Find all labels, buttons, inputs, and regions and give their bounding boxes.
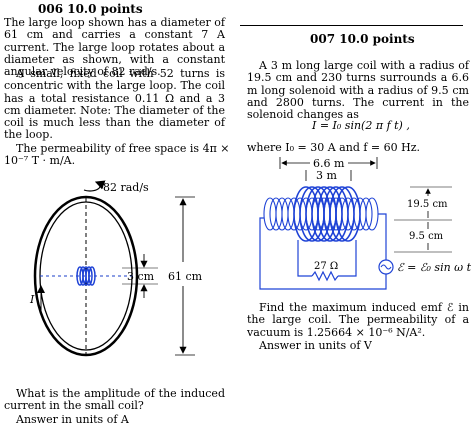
solenoid-radius-label: 9.5 cm	[409, 231, 444, 242]
small-coil-diameter-label: 3 cm	[127, 270, 155, 283]
coil-length-label: 3 m	[316, 169, 337, 182]
problem-006-question: What is the amplitude of the induced cur…	[4, 387, 225, 413]
problem-007-intro: A 3 m long large coil with a radius of 1…	[247, 59, 469, 122]
problem-divider	[240, 25, 463, 26]
coil-radius-label: 19.5 cm	[407, 199, 448, 210]
problem-007-header: 007 10.0 points	[310, 32, 415, 46]
problem-006-coil: A small, fixed coil with 52 turns is con…	[4, 67, 225, 142]
problem-007-question: Find the maximum induced emf ℰ in the la…	[247, 301, 469, 339]
current-label: I	[29, 293, 35, 306]
resistor-label: 27 Ω	[314, 261, 338, 272]
coil-solenoid-figure: 6.6 m 3 m	[259, 157, 472, 290]
resistor-icon	[311, 270, 339, 282]
large-coil	[293, 186, 361, 242]
large-loop-diameter-label: 61 cm	[168, 270, 203, 283]
problem-006-answer-units: Answer in units of A	[16, 413, 129, 426]
solenoid-length-label: 6.6 m	[313, 157, 345, 170]
problem-006-intro: The large loop shown has a diameter of 6…	[4, 16, 225, 79]
problem-006-header: 006 10.0 points	[38, 2, 143, 16]
emf-source-label: ℰ = ℰ₀ sin ω t	[397, 261, 472, 274]
rotating-loop-figure: 82 rad/s 3 cm 61 cm I	[29, 180, 203, 357]
problem-006-permeability-b: 10⁻⁷ T · m/A.	[4, 154, 76, 167]
problem-007-answer-units: Answer in units of V	[259, 339, 372, 352]
small-coil	[76, 266, 96, 286]
large-loop	[33, 195, 139, 357]
problem-006-permeability-a: The permeability of free space is 4π ×	[16, 142, 230, 155]
solenoid	[263, 197, 379, 231]
current-parameters: where I₀ = 30 A and f = 60 Hz.	[247, 141, 421, 154]
rotation-arrow-icon	[83, 180, 106, 192]
current-equation: I = I₀ sin(2 π f t) ,	[312, 119, 410, 132]
omega-label: 82 rad/s	[103, 181, 149, 194]
